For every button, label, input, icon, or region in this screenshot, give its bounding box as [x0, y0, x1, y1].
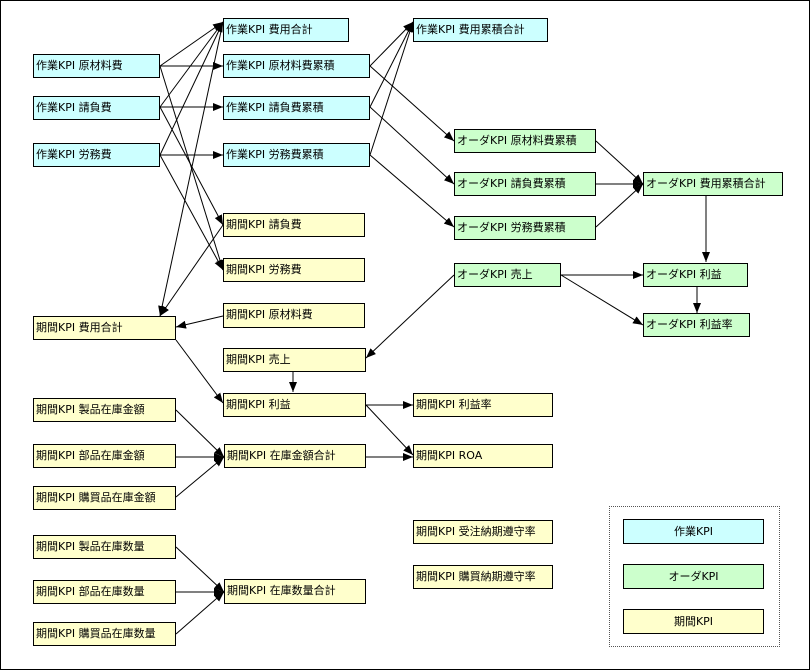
node-period-material: 期間KPI 原材料費: [223, 303, 365, 328]
edge: [159, 224, 224, 317]
edge: [369, 106, 455, 185]
node-period-inv-amt-total: 期間KPI 在庫金額合計: [224, 444, 366, 468]
node-period-roa: 期間KPI ROA: [413, 444, 553, 468]
edge: [159, 21, 224, 108]
node-period-parts-inv-amt: 期間KPI 部品在庫金額: [33, 444, 176, 468]
node-order-contract-cum: オーダKPI 請負費累積: [454, 172, 596, 196]
edge: [595, 140, 644, 185]
node-period-inv-qty-total: 期間KPI 在庫数量合計: [224, 579, 366, 604]
node-work-material: 作業KPI 原材料費: [33, 54, 160, 78]
node-work-material-cum: 作業KPI 原材料費累積: [223, 54, 370, 78]
legend: [609, 506, 780, 647]
edge: [369, 21, 414, 108]
node-period-profit-rate: 期間KPI 利益率: [413, 393, 553, 417]
node-work-cost-cum-total: 作業KPI 費用累積合計: [413, 18, 548, 42]
edge: [159, 21, 224, 156]
node-period-sales: 期間KPI 売上: [223, 348, 366, 372]
node-period-product-inv-amt: 期間KPI 製品在庫金額: [33, 398, 176, 422]
edge: [369, 65, 455, 142]
legend-order: オーダKPI: [623, 564, 764, 589]
edge: [175, 409, 225, 458]
node-order-profit: オーダKPI 利益: [643, 263, 748, 287]
edge: [365, 404, 414, 456]
node-work-contract-cum: 作業KPI 請負費累積: [223, 96, 370, 120]
node-period-order-due: 期間KPI 受注納期遵守率: [413, 520, 553, 544]
node-period-cost-total: 期間KPI 費用合計: [33, 316, 176, 340]
node-period-purchase-inv-amt: 期間KPI 購買品在庫金額: [33, 486, 176, 510]
node-work-labor: 作業KPI 労務費: [33, 143, 160, 167]
edge: [159, 106, 224, 226]
node-order-profit-rate: オーダKPI 利益率: [643, 313, 750, 337]
node-order-cost-cum-total: オーダKPI 費用累積合計: [643, 172, 783, 196]
node-order-sales: オーダKPI 売上: [454, 263, 561, 287]
node-order-material-cum: オーダKPI 原材料費累積: [454, 129, 596, 153]
edge: [175, 591, 225, 635]
legend-work: 作業KPI: [623, 519, 764, 544]
edge: [175, 546, 225, 593]
node-period-profit: 期間KPI 利益: [223, 393, 366, 417]
legend-period: 期間KPI: [623, 609, 764, 634]
node-period-product-inv-qty: 期間KPI 製品在庫数量: [33, 535, 176, 559]
edge: [369, 154, 455, 228]
node-period-parts-inv-qty: 期間KPI 部品在庫数量: [33, 580, 176, 604]
node-period-purchase-inv-qty: 期間KPI 購買品在庫数量: [33, 622, 176, 646]
node-period-purchase-due: 期間KPI 購買納期遵守率: [413, 565, 553, 589]
node-work-contract: 作業KPI 請負費: [33, 96, 160, 120]
edge: [369, 21, 414, 67]
edge: [159, 154, 224, 271]
node-period-labor: 期間KPI 労務費: [223, 258, 365, 282]
edge: [175, 456, 225, 498]
edge: [369, 21, 414, 156]
node-period-contract: 期間KPI 請負費: [223, 213, 365, 237]
node-work-labor-cum: 作業KPI 労務費累積: [223, 143, 370, 167]
edge: [159, 21, 224, 67]
node-work-cost-total: 作業KPI 費用合計: [223, 18, 349, 42]
edge: [595, 183, 644, 228]
edge: [175, 339, 224, 404]
edge: [560, 274, 644, 326]
node-order-labor-cum: オーダKPI 労務費累積: [454, 216, 596, 240]
edge: [158, 21, 224, 317]
edge: [175, 315, 224, 329]
edge: [365, 274, 455, 359]
